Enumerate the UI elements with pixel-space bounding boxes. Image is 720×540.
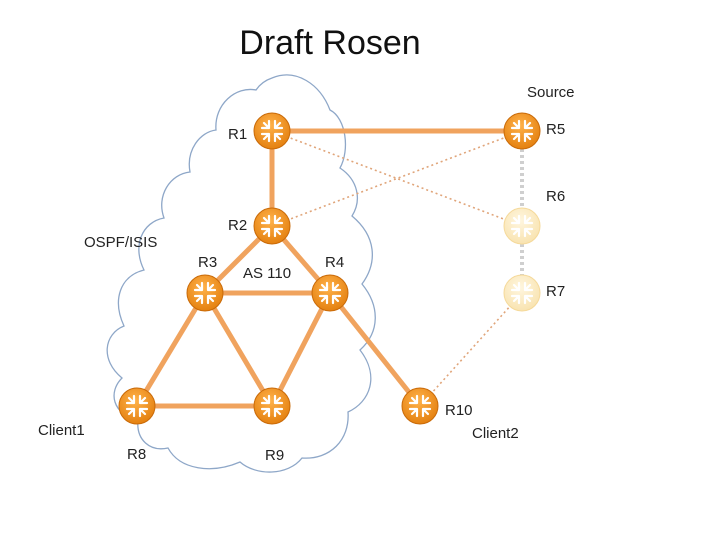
router-label-r5: R5 [546, 121, 566, 138]
router-label-r9: R9 [265, 447, 285, 464]
client1-label: Client1 [38, 422, 85, 439]
router-icon-r8[interactable] [118, 387, 156, 425]
router-icon-r2[interactable] [253, 207, 291, 245]
client2-label: Client2 [472, 425, 519, 442]
link-r4-r10 [327, 290, 423, 409]
as-cloud [106, 74, 376, 473]
router-icon-r6[interactable] [503, 207, 541, 245]
router-icon-r9[interactable] [253, 387, 291, 425]
ospf-isis-label: OSPF/ISIS [84, 234, 158, 251]
router-label-r2: R2 [228, 217, 248, 234]
link-r7-r10 [419, 292, 523, 407]
router-icon-r5[interactable] [503, 112, 541, 150]
link-r3-r9 [202, 290, 275, 409]
router-label-r3: R3 [198, 254, 218, 271]
router-label-r1: R1 [228, 126, 248, 143]
router-icon-r10[interactable] [401, 387, 439, 425]
page-title: Draft Rosen [239, 24, 421, 62]
router-icon-r1[interactable] [253, 112, 291, 150]
source-label: Source [527, 84, 575, 101]
router-icon-r7[interactable] [503, 274, 541, 312]
routers-layer [118, 112, 541, 425]
link-r3-r8 [134, 290, 208, 409]
router-label-r6: R6 [546, 188, 566, 205]
router-label-r4: R4 [325, 254, 345, 271]
router-label-r7: R7 [546, 283, 566, 300]
router-icon-r3[interactable] [186, 274, 224, 312]
router-icon-r4[interactable] [311, 274, 349, 312]
router-label-r10: R10 [445, 402, 473, 419]
router-label-r8: R8 [127, 446, 147, 463]
as-label: AS 110 [243, 265, 292, 282]
link-r4-r9 [269, 290, 333, 409]
